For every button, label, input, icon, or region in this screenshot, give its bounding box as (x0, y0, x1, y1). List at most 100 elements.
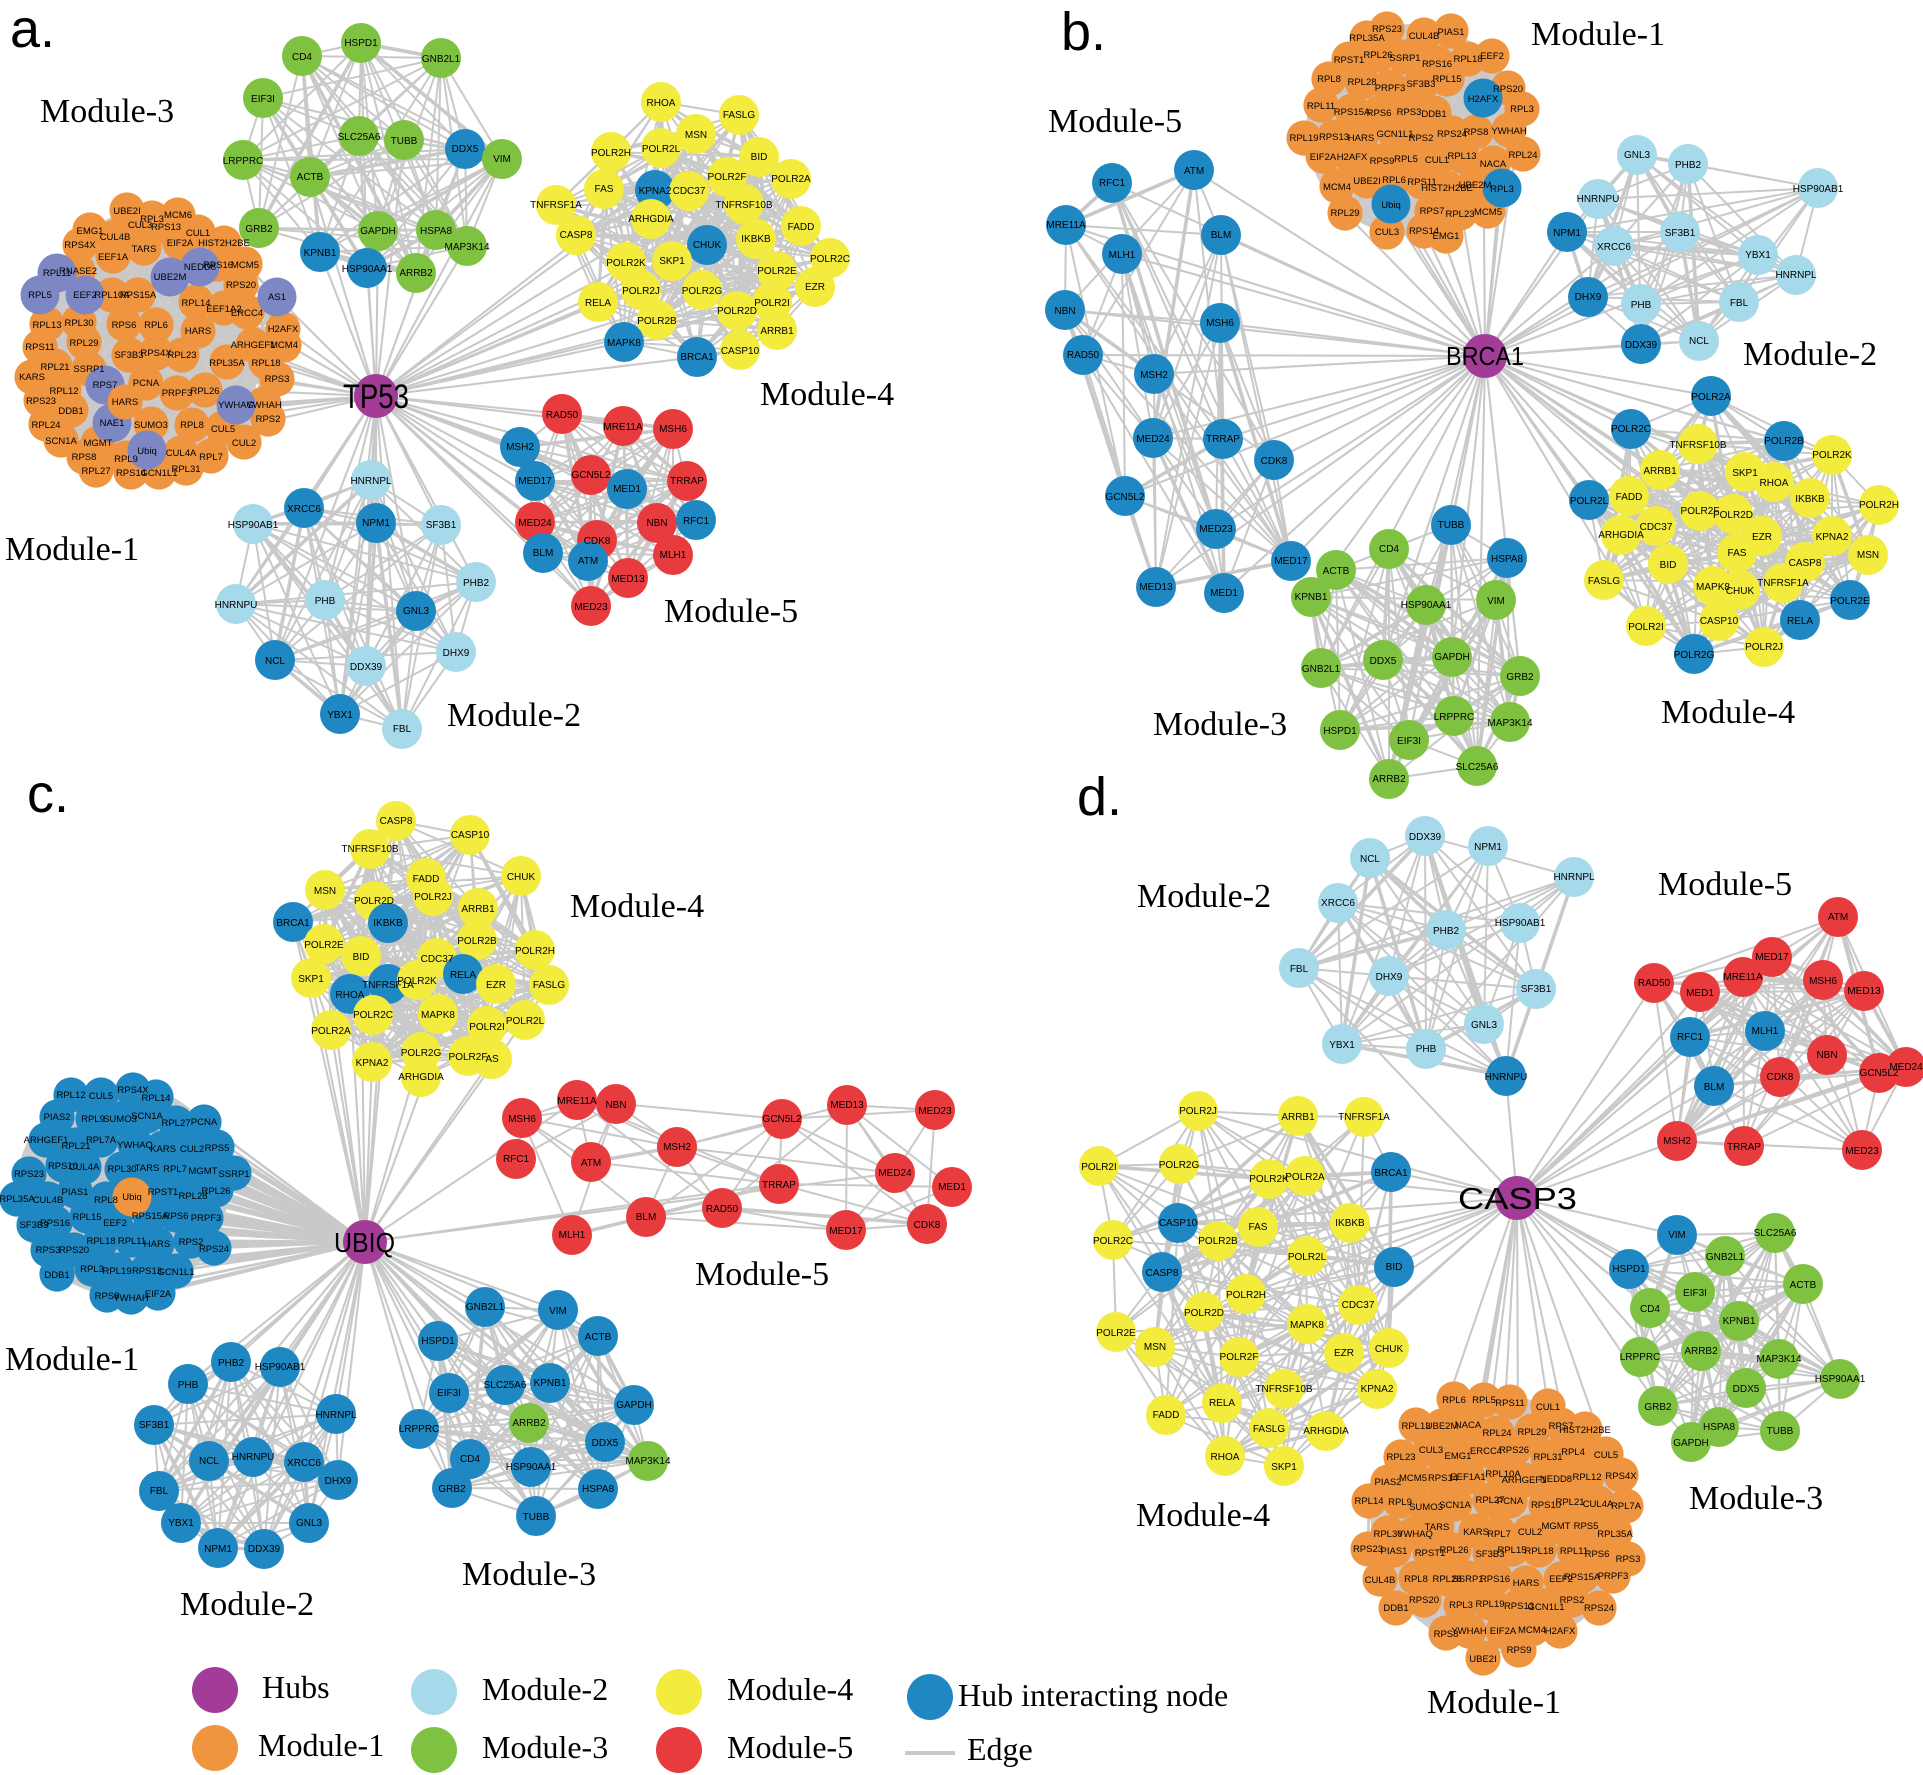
svg-text:YBX1: YBX1 (168, 1518, 194, 1529)
svg-text:TRRAP: TRRAP (1727, 1142, 1761, 1153)
svg-text:MSH6: MSH6 (1809, 976, 1837, 987)
svg-text:EZR: EZR (805, 282, 825, 293)
svg-text:LRPPRC: LRPPRC (399, 1424, 440, 1435)
svg-text:DDB1: DDB1 (58, 406, 83, 417)
svg-text:Module-1: Module-1 (258, 1727, 384, 1763)
svg-text:MCM4: MCM4 (270, 340, 298, 351)
svg-text:MCM6: MCM6 (164, 210, 192, 221)
svg-text:EIF2A: EIF2A (1310, 152, 1337, 163)
svg-text:HSPD1: HSPD1 (344, 38, 378, 49)
svg-text:RPS2: RPS2 (256, 414, 281, 425)
svg-text:PHB2: PHB2 (1433, 926, 1460, 937)
svg-text:MED17: MED17 (518, 476, 552, 487)
svg-text:NEDD8: NEDD8 (184, 262, 216, 273)
svg-text:HARS: HARS (1348, 133, 1374, 144)
svg-text:ARRB2: ARRB2 (1372, 774, 1406, 785)
svg-text:CASP10: CASP10 (451, 830, 490, 841)
svg-text:POLR2L: POLR2L (642, 144, 681, 155)
svg-text:TNFRSF1A: TNFRSF1A (362, 980, 414, 991)
svg-text:PHB: PHB (178, 1380, 199, 1391)
svg-text:POLR2K: POLR2K (606, 258, 646, 269)
svg-text:CUL4A: CUL4A (166, 448, 197, 459)
svg-text:CDC37: CDC37 (1640, 522, 1673, 533)
svg-text:POLR2A: POLR2A (1285, 1172, 1325, 1183)
svg-text:NACA: NACA (1480, 159, 1507, 170)
svg-text:UBE2M: UBE2M (1459, 180, 1492, 191)
svg-text:IKBKB: IKBKB (741, 234, 771, 245)
svg-text:GAPDH: GAPDH (1673, 1438, 1709, 1449)
svg-text:NBN: NBN (1816, 1050, 1837, 1061)
svg-text:RPL26: RPL26 (190, 386, 219, 397)
svg-text:RFC1: RFC1 (503, 1154, 530, 1165)
svg-text:RPS14: RPS14 (1428, 1473, 1458, 1484)
svg-text:POLR2G: POLR2G (1159, 1160, 1200, 1171)
svg-text:HSPD1: HSPD1 (1323, 726, 1357, 737)
svg-text:CUL2: CUL2 (1518, 1527, 1542, 1538)
svg-text:UBE2I: UBE2I (113, 206, 140, 217)
svg-text:H2AFX: H2AFX (1337, 152, 1368, 163)
svg-text:Module-3: Module-3 (1153, 706, 1287, 743)
svg-text:RPL8: RPL8 (1404, 1574, 1428, 1585)
svg-text:BRCA1: BRCA1 (680, 352, 714, 363)
svg-text:ARHGDIA: ARHGDIA (1598, 530, 1644, 541)
svg-text:SLC25A6: SLC25A6 (484, 1380, 527, 1391)
svg-text:MSH2: MSH2 (1140, 370, 1168, 381)
svg-text:LRPPRC: LRPPRC (1434, 712, 1475, 723)
svg-text:SKP1: SKP1 (298, 974, 324, 985)
svg-text:TARS: TARS (132, 244, 157, 255)
svg-text:RHOA: RHOA (1760, 478, 1789, 489)
svg-text:NCL: NCL (1689, 336, 1709, 347)
svg-text:MED1: MED1 (938, 1182, 966, 1193)
svg-text:PRPF3: PRPF3 (191, 1213, 222, 1224)
svg-text:ARHGEF1: ARHGEF1 (24, 1135, 69, 1146)
svg-text:RPS14: RPS14 (1409, 226, 1439, 237)
svg-text:HARS: HARS (185, 326, 211, 337)
svg-text:TRRAP: TRRAP (762, 1180, 796, 1191)
svg-text:RPL35A: RPL35A (209, 358, 245, 369)
svg-text:XRCC6: XRCC6 (287, 1458, 321, 1469)
svg-text:RPL26: RPL26 (201, 1186, 230, 1197)
svg-text:ARHGEF1: ARHGEF1 (1502, 1475, 1547, 1486)
svg-text:RPL12: RPL12 (49, 386, 78, 397)
svg-text:BRCA1: BRCA1 (1446, 341, 1524, 371)
svg-text:RPL9: RPL9 (1388, 1497, 1412, 1508)
svg-text:BID: BID (353, 952, 370, 963)
svg-text:Module-2: Module-2 (1743, 336, 1877, 373)
svg-text:CUL4B: CUL4B (100, 232, 131, 243)
svg-text:POLR2B: POLR2B (1198, 1236, 1238, 1247)
svg-text:RPL10A: RPL10A (94, 290, 130, 301)
svg-text:ATM: ATM (581, 1158, 601, 1169)
svg-text:HSPA8: HSPA8 (582, 1484, 614, 1495)
svg-text:NAE1: NAE1 (100, 418, 125, 429)
svg-text:EZR: EZR (1334, 1348, 1354, 1359)
svg-text:RPL31: RPL31 (171, 464, 200, 475)
svg-text:SSRP1: SSRP1 (1452, 1574, 1483, 1585)
svg-text:RPL28: RPL28 (178, 1191, 207, 1202)
svg-text:HSPA8: HSPA8 (1703, 1422, 1735, 1433)
svg-text:RPS16: RPS16 (1422, 59, 1452, 70)
svg-text:RFC1: RFC1 (1677, 1032, 1704, 1043)
svg-text:POLR2F: POLR2F (1220, 1352, 1259, 1363)
svg-text:MGMT: MGMT (188, 1166, 217, 1177)
svg-text:ARRB1: ARRB1 (1643, 466, 1677, 477)
svg-text:RPL21: RPL21 (1555, 1497, 1584, 1508)
svg-text:SSRP1: SSRP1 (73, 364, 104, 375)
svg-text:HARS: HARS (144, 1239, 170, 1250)
svg-text:GNL3: GNL3 (403, 606, 430, 617)
svg-text:RPL14: RPL14 (181, 298, 210, 309)
svg-text:PIAS1: PIAS1 (1438, 27, 1465, 38)
svg-text:PHB: PHB (1631, 300, 1652, 311)
svg-text:MLH1: MLH1 (1752, 1026, 1779, 1037)
svg-text:RPS3: RPS3 (36, 1245, 61, 1256)
svg-text:KPNA2: KPNA2 (1816, 532, 1849, 543)
svg-text:MGMT: MGMT (83, 438, 112, 449)
svg-text:Module-2: Module-2 (482, 1671, 608, 1707)
svg-text:HSP90AB1: HSP90AB1 (1495, 918, 1546, 929)
svg-text:H2AFX: H2AFX (268, 324, 299, 335)
svg-text:KARS: KARS (1463, 1527, 1489, 1538)
svg-text:RPS8: RPS8 (1434, 1629, 1459, 1640)
svg-text:RELA: RELA (1209, 1398, 1235, 1409)
svg-text:MED23: MED23 (574, 602, 608, 613)
svg-text:FASLG: FASLG (1588, 576, 1620, 587)
svg-text:SF3B3: SF3B3 (1475, 1549, 1504, 1560)
